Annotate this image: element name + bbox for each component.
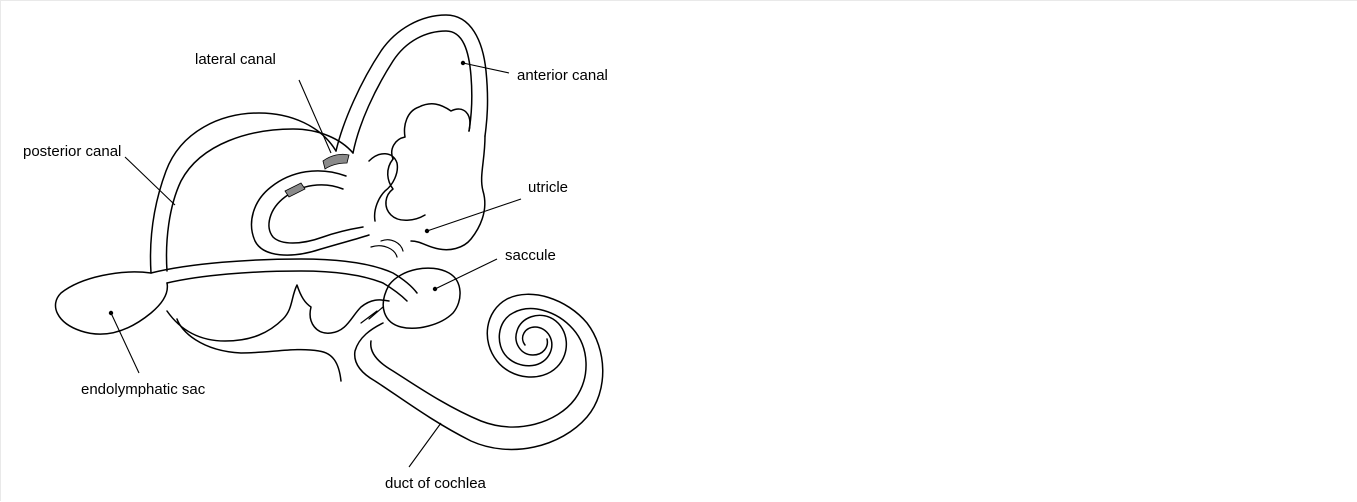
endolymphatic-sac bbox=[55, 272, 167, 334]
label-saccule: saccule bbox=[505, 247, 556, 264]
cochlear-duct bbox=[355, 294, 603, 449]
anterior-canal-loop bbox=[336, 15, 488, 153]
saccule-body bbox=[361, 268, 460, 328]
lateral-canal-loop bbox=[252, 154, 369, 255]
utricle-body bbox=[369, 104, 485, 250]
label-utricle: utricle bbox=[528, 179, 568, 196]
label-posterior-canal: posterior canal bbox=[23, 143, 121, 160]
label-endolymphatic-sac: endolymphatic sac bbox=[81, 381, 206, 398]
endolymphatic-duct bbox=[151, 259, 417, 301]
label-anterior-canal: anterior canal bbox=[517, 67, 608, 84]
leader-lines bbox=[109, 61, 521, 467]
vestibule-lower-body bbox=[167, 240, 403, 381]
label-duct-of-cochlea: duct of cochlea bbox=[385, 475, 487, 492]
label-lateral-canal: lateral canal bbox=[195, 51, 276, 68]
